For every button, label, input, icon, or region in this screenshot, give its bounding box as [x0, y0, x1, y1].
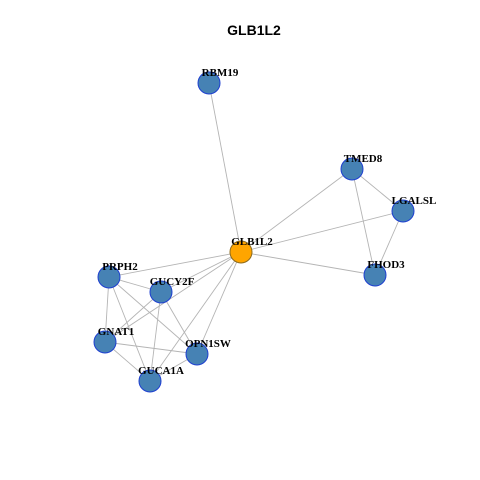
node-gnat1: GNAT1 — [93, 326, 134, 354]
node-gucy2f: GUCY2F — [149, 276, 195, 304]
edge-rbm19-glb1l2 — [208, 82, 242, 253]
edge-prph2-opn1sw — [108, 276, 198, 355]
node-tmed8: TMED8 — [340, 153, 383, 181]
node-lgalsl: LGALSL — [391, 195, 437, 223]
node-label-fhod3: FHOD3 — [367, 259, 405, 271]
node-prph2: PRPH2 — [97, 261, 138, 289]
node-label-rbm19: RBM19 — [202, 67, 239, 79]
node-circle-tmed8 — [340, 157, 364, 181]
node-circle-gnat1 — [93, 330, 117, 354]
edge-prph2-guca1a — [108, 276, 151, 382]
node-circle-rbm19 — [197, 71, 221, 95]
edge-lgalsl-fhod3 — [374, 210, 404, 276]
edge-gucy2f-opn1sw — [160, 291, 198, 355]
node-label-glb1l2: GLB1L2 — [231, 236, 273, 248]
node-circle-prph2 — [97, 265, 121, 289]
node-label-guca1a: GUCA1A — [138, 365, 184, 377]
node-label-gnat1: GNAT1 — [98, 326, 134, 338]
edge-glb1l2-guca1a — [149, 251, 242, 382]
node-opn1sw: OPN1SW — [185, 338, 231, 366]
graph-title: GLB1L2 — [227, 22, 281, 38]
edge-glb1l2-prph2 — [108, 251, 242, 278]
edge-layer — [104, 82, 404, 382]
edge-glb1l2-gucy2f — [160, 251, 242, 293]
node-guca1a: GUCA1A — [138, 365, 184, 393]
edge-gucy2f-gnat1 — [104, 291, 162, 343]
edge-tmed8-glb1l2 — [240, 168, 353, 253]
node-label-tmed8: TMED8 — [344, 153, 383, 165]
node-fhod3: FHOD3 — [363, 259, 405, 287]
node-circle-opn1sw — [185, 342, 209, 366]
node-circle-fhod3 — [363, 263, 387, 287]
edge-tmed8-fhod3 — [351, 168, 376, 276]
edge-gnat1-opn1sw — [104, 341, 198, 355]
edge-gucy2f-guca1a — [149, 291, 162, 382]
edge-glb1l2-fhod3 — [240, 251, 376, 276]
node-circle-gucy2f — [149, 280, 173, 304]
node-circle-guca1a — [138, 369, 162, 393]
node-circle-lgalsl — [391, 199, 415, 223]
edge-lgalsl-glb1l2 — [240, 210, 404, 253]
edge-glb1l2-opn1sw — [196, 251, 242, 355]
node-label-prph2: PRPH2 — [102, 261, 138, 273]
node-rbm19: RBM19 — [197, 67, 239, 95]
node-label-gucy2f: GUCY2F — [150, 276, 195, 288]
node-glb1l2: GLB1L2 — [229, 236, 273, 264]
edge-glb1l2-gnat1 — [104, 251, 242, 343]
node-label-lgalsl: LGALSL — [392, 195, 437, 207]
node-label-opn1sw: OPN1SW — [185, 338, 231, 350]
node-circle-glb1l2 — [229, 240, 253, 264]
